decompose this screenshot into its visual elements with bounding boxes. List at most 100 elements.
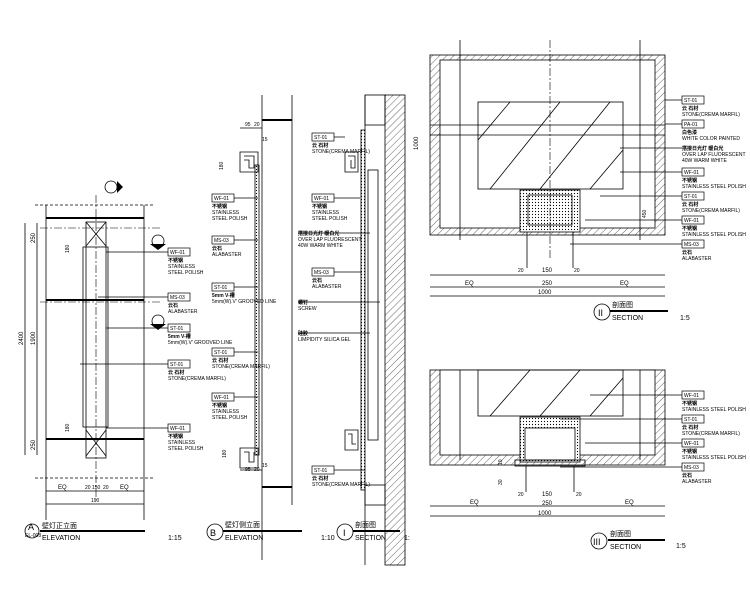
material-tag: ST-01 bbox=[684, 417, 698, 423]
material-description: STAINLESS bbox=[212, 409, 240, 415]
dim-1000: 1000 bbox=[538, 290, 552, 296]
material-description: STAINLESS STEEL POLISH bbox=[682, 232, 746, 238]
section-marker-ii[interactable] bbox=[150, 234, 166, 250]
dim-eq-left: EQ bbox=[465, 281, 474, 287]
elevation-b: 95 20 15 180 180 95 20 15 bbox=[219, 95, 293, 560]
material-tag-box bbox=[211, 347, 235, 357]
material-tag-box bbox=[681, 167, 705, 177]
material-tag-box bbox=[167, 359, 191, 369]
material-tag-box bbox=[311, 193, 335, 203]
material-tag: ST-01 bbox=[214, 350, 228, 356]
dim-1000-vertical: 1000 bbox=[414, 136, 420, 150]
material-tag: ST-01 bbox=[214, 285, 228, 291]
material-description: STAINLESS bbox=[312, 210, 340, 216]
title-b: B 壁灯侧立面 ELEVATION 1:10 bbox=[206, 520, 335, 542]
material-tag: ST-01 bbox=[170, 362, 184, 368]
material-cn-label: 硅胶 bbox=[298, 330, 308, 337]
material-tag: WF-01 bbox=[170, 426, 185, 432]
material-description: 40W WARM WHITE bbox=[298, 243, 343, 249]
material-tag-box bbox=[681, 462, 705, 472]
material-cn-label: 云石 bbox=[312, 277, 322, 284]
material-cn-label: 不锈钢 bbox=[682, 225, 697, 232]
dim-250-bottom: 250 bbox=[31, 439, 37, 450]
material-description: ALABASTER bbox=[312, 284, 342, 290]
material-description: STAINLESS STEEL POLISH bbox=[682, 407, 746, 413]
material-description: STONE(CREMA MARFIL) bbox=[682, 431, 740, 437]
material-cn-label: 不锈钢 bbox=[212, 203, 227, 210]
title-iii-en: SECTION bbox=[610, 544, 641, 551]
material-cn-label: 搭接日光灯 暖白光 bbox=[682, 145, 723, 152]
dim-1900: 1900 bbox=[31, 331, 37, 345]
title-i-letter: I bbox=[343, 528, 346, 538]
material-description: STAINLESS bbox=[168, 440, 196, 446]
material-tag: WF-01 bbox=[170, 250, 185, 256]
material-tag: WF-01 bbox=[684, 393, 699, 399]
material-description: STEEL POLISH bbox=[168, 270, 204, 276]
section-marker-i-top[interactable] bbox=[104, 180, 123, 194]
material-tag: MS-03 bbox=[684, 242, 699, 248]
dim-20-right: 20 bbox=[576, 492, 582, 498]
material-cn-label: 云石 bbox=[212, 245, 222, 252]
material-cn-label: 不锈钢 bbox=[168, 257, 183, 264]
dim-2400: 2400 bbox=[19, 331, 25, 345]
material-description: ALABASTER bbox=[168, 309, 198, 315]
material-description: ALABASTER bbox=[212, 252, 242, 258]
material-description: ALABASTER bbox=[682, 479, 712, 485]
material-cn-label: 螺钉 bbox=[298, 299, 308, 306]
material-description: STAINLESS bbox=[212, 210, 240, 216]
material-description: OVER LAP FLUORESCENT bbox=[682, 152, 746, 158]
material-description: 5mm(W).V' GROOVED LINE bbox=[168, 340, 233, 346]
material-tag-box bbox=[211, 392, 235, 402]
material-tag-box bbox=[681, 119, 705, 129]
title-iii: III 剖面图 SECTION 1:5 bbox=[590, 529, 686, 551]
material-cn-label: 云 石材 bbox=[312, 475, 328, 482]
title-ii-cn: 剖面图 bbox=[612, 300, 633, 309]
dim-10: 10 bbox=[498, 459, 504, 465]
material-tag: ST-01 bbox=[314, 135, 328, 141]
title-iii-cn: 剖面图 bbox=[610, 529, 631, 538]
dim-250-top: 250 bbox=[31, 232, 37, 243]
material-description: LIMPIDITY SILICA GEL bbox=[298, 337, 351, 343]
material-cn-label: 云 石材 bbox=[682, 201, 698, 208]
title-iii-scale: 1:5 bbox=[676, 543, 686, 550]
material-cn-label: 白色漆 bbox=[682, 129, 697, 136]
material-cn-label: 不锈钢 bbox=[682, 448, 697, 455]
material-description: STEEL POLISH bbox=[168, 446, 204, 452]
material-cn-label: 不锈钢 bbox=[168, 433, 183, 440]
material-cn-label: 云石 bbox=[168, 302, 178, 309]
dim-15-bottom: 15 bbox=[262, 463, 268, 469]
dim-150: 150 bbox=[542, 492, 553, 498]
material-tag: WF-01 bbox=[684, 218, 699, 224]
title-i-en: SECTION bbox=[355, 535, 386, 542]
material-description: WHITE COLOR PAINTED bbox=[682, 136, 740, 142]
material-tag-box bbox=[681, 95, 705, 105]
dim-20-top: 20 bbox=[254, 122, 260, 128]
material-tag-box bbox=[211, 235, 235, 245]
material-cn-label: 云石 bbox=[682, 249, 692, 256]
title-a: A EL-008 壁灯正立面 ELEVATION 1:15 bbox=[24, 521, 182, 542]
material-description: STAINLESS STEEL POLISH bbox=[682, 184, 746, 190]
title-a-en: ELEVATION bbox=[42, 535, 80, 542]
dim-15-top: 15 bbox=[262, 137, 268, 143]
material-cn-label: 搭接日光灯 暖白光 bbox=[298, 230, 339, 237]
material-tag-box bbox=[681, 414, 705, 424]
material-description: STEEL POLISH bbox=[212, 216, 248, 222]
material-tag-box bbox=[167, 423, 191, 433]
section-marker-i-a[interactable] bbox=[150, 314, 166, 330]
